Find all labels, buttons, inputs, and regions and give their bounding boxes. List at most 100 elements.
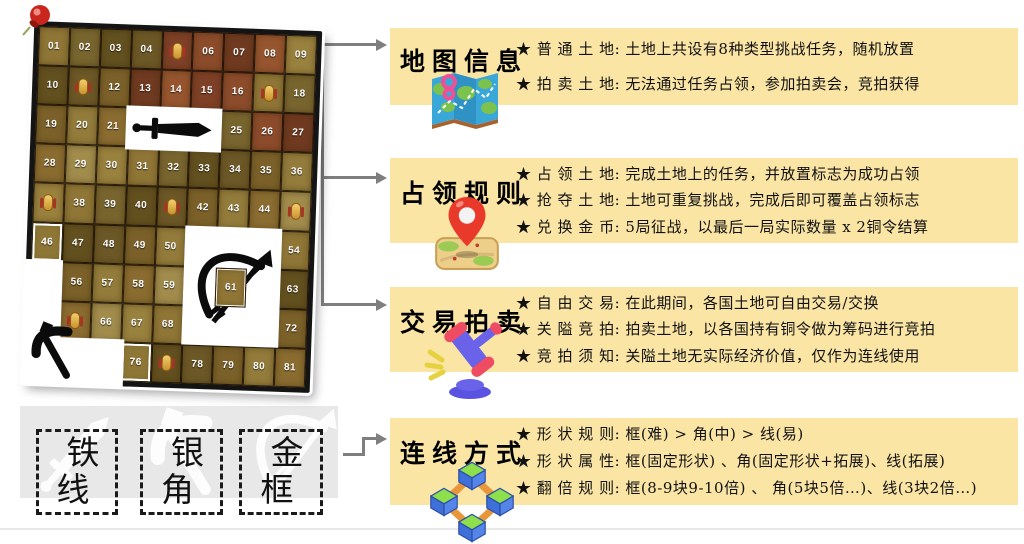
gavel-icon [424, 321, 502, 399]
board-cell: 02 [68, 27, 101, 68]
province-badge-icon [43, 194, 54, 212]
province-badge-icon [172, 41, 183, 60]
bullet-line: ★ 占 领 土 地: 完成土地上的任务，并放置标志为成功占领 [516, 164, 920, 183]
elbow-hline-a [343, 453, 365, 456]
cell-number: 19 [44, 118, 58, 131]
board-cell: 04 [130, 29, 163, 70]
bullet-line: ★ 拍 卖 土 地: 无法通过任务占领，参加拍卖会，竞拍获得 [516, 75, 920, 93]
cell-number: 44 [258, 204, 271, 216]
board-cell: 45 [279, 191, 312, 232]
board-cell: 59 [153, 265, 186, 306]
bullet-line: ★ 竞 拍 须 知: 关隘土地无实际经济价值，仅作为连线使用 [516, 346, 920, 365]
board-cell: 78 [181, 344, 214, 385]
bullet-line: ★ 自 由 交 易: 在此期间，各国土地可自由交易/交换 [516, 293, 879, 312]
bullet-line: ★ 普 通 土 地: 土地上共设有8种类型挑战任务，随机放置 [516, 39, 915, 58]
tile-char: 角 [161, 470, 194, 509]
cell-number: 28 [43, 157, 57, 170]
cell-number: 63 [286, 283, 299, 296]
board-cell: 03 [99, 28, 132, 69]
elbow-hline-b [362, 437, 377, 440]
cell-number: 43 [227, 203, 240, 215]
board-cell: 41 [155, 186, 189, 228]
bullet-line: ★ 抢 夺 土 地: 土地可重复挑战，完成后即可覆盖占领标志 [516, 191, 920, 210]
cell-number: 49 [133, 239, 146, 251]
board-cell: 80 [243, 346, 276, 387]
board-cell: 39 [94, 184, 127, 225]
arrow-head-3 [376, 299, 387, 311]
board-cell: 08 [253, 33, 287, 74]
panel-title: 地图信息 [400, 47, 529, 76]
board-cell: 26 [251, 111, 284, 153]
tile-char: 金 [270, 433, 304, 473]
board-cell: 13 [129, 68, 162, 109]
bullet-list: ★ 普 通 土 地: 土地上共设有8种类型挑战任务，随机放置 ★ 拍 卖 土 地:… [516, 31, 1008, 102]
bullet-line: ★ 翻 倍 规 则: 框(8-9块9-10倍) 、 角(5块5倍…)、线(3块2… [516, 479, 978, 498]
cell-number: 80 [252, 360, 266, 373]
board-cell: 19 [35, 104, 68, 145]
board-cell: 10 [36, 65, 69, 106]
cell-number: 66 [99, 316, 113, 328]
cell-number: 02 [78, 41, 92, 54]
cell-number: 50 [164, 240, 177, 252]
red-pushpin-icon [22, 5, 50, 36]
tile-char: 线 [56, 470, 90, 509]
board-cell: 05 [161, 30, 194, 71]
arrow-head-2 [376, 172, 387, 184]
cell-number: 42 [196, 202, 210, 214]
cell-number: 18 [293, 88, 306, 100]
connector-hline-2 [321, 176, 377, 179]
connector-hline-1 [321, 43, 377, 46]
cell-number: 12 [108, 81, 121, 94]
cell-number: 40 [134, 200, 148, 212]
cell-number: 59 [163, 279, 176, 291]
connector-hline-3 [321, 303, 377, 306]
elbow-vline [362, 439, 365, 456]
bullet-line: ★ 形 状 规 则: 框(难) > 角(中) > 线(易) [516, 425, 804, 444]
cell-number: 57 [101, 277, 114, 289]
board-cell: 38 [63, 183, 96, 224]
sword-icon [132, 117, 212, 139]
board-cell: 72 [275, 308, 308, 349]
board-cell: 43 [217, 189, 250, 230]
cell-number: 54 [287, 244, 301, 257]
board-cell: 33 [188, 148, 221, 190]
cell-number: 03 [109, 42, 122, 55]
board-cell: 16 [221, 71, 254, 112]
board-cell: 18 [283, 73, 316, 115]
board-cell: 49 [123, 224, 156, 266]
cell-number: 61 [224, 281, 238, 294]
pickaxe-icon [150, 407, 213, 496]
board-cell: 06 [192, 31, 225, 72]
cell-number: 04 [140, 43, 153, 56]
board-cell: 77 [150, 343, 183, 384]
panel-occupy-rules: 占领规则 ★ 占 领 土 地: 完成土地上的任务，并放置标志为成功占领★ 抢 夺… [390, 158, 1018, 270]
cell-number: 81 [283, 361, 297, 374]
network-cubes-icon [430, 461, 514, 543]
cell-number: 27 [291, 127, 305, 139]
cell-number: 35 [259, 165, 273, 177]
panel-trade-auction: 交易拍卖 ★ 自 由 交 易: 在此期间，各国土地可自由交易/交换★ 关 隘 竞… [390, 287, 1018, 399]
tile-char: 框 [260, 470, 294, 509]
cell-number: 67 [130, 317, 144, 329]
board-cell: 42 [186, 187, 219, 229]
board-cell: 28 [33, 143, 66, 184]
cell-number: 01 [47, 40, 61, 53]
cell-number: 38 [73, 198, 86, 210]
cell-number: 08 [263, 48, 277, 60]
board-cell: 27 [282, 113, 315, 154]
sword-overlay [124, 105, 223, 153]
board-cell: 79 [212, 345, 245, 386]
cell-number: 07 [232, 47, 246, 59]
tile-iron-line: 铁 线 [36, 429, 118, 515]
board-cell: 12 [98, 67, 131, 108]
arrow-head-1 [376, 39, 387, 51]
province-badge-icon [78, 77, 89, 96]
province-badge-icon [166, 198, 178, 216]
tile-char: 银 [171, 433, 204, 473]
connector-vline-top [321, 44, 324, 179]
board-cell: 31 [126, 146, 159, 187]
board-cell: 25 [220, 110, 253, 152]
cell-number: 16 [231, 86, 245, 98]
panel-title: 连线方式 [400, 439, 529, 468]
board-cell: 67 [120, 303, 154, 344]
